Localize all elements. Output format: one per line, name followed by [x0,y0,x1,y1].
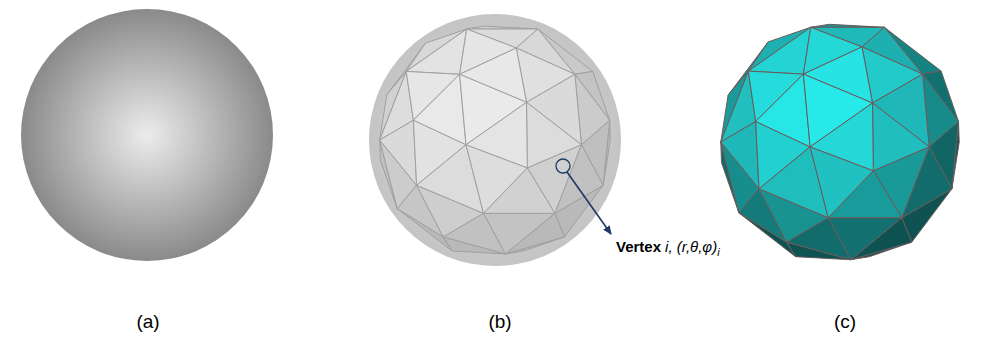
polyhedron-face [380,120,417,185]
polyhedron-face [406,29,467,74]
callout-label: i, (r,θ,φ) [665,238,717,255]
polyhedron [721,24,959,259]
polyhedron-face [756,74,810,147]
sphere [369,14,621,266]
polyhedron-inscribed [380,26,611,254]
polyhedron-face [466,102,527,168]
polyhedron-face [748,27,810,74]
vertex-marker [556,159,570,173]
panel-label: (a) [136,311,159,333]
sphere [21,9,273,261]
panel-label: (c) [834,311,856,333]
polyhedron-face [413,74,466,144]
polyhedron-face [828,218,902,260]
polyhedron-face [484,213,555,254]
polyhedron-face [721,122,759,189]
leader-arrow [567,172,611,234]
callout-label: Vertex [616,238,661,255]
polyhedron-face [810,103,873,171]
panel-label: (b) [488,311,511,333]
polyhedron-face [873,103,930,171]
callout-subscript: i [717,246,719,258]
vertex-callout: Vertexi, (r,θ,φ)i [616,238,720,255]
polyhedron-face [527,102,582,168]
